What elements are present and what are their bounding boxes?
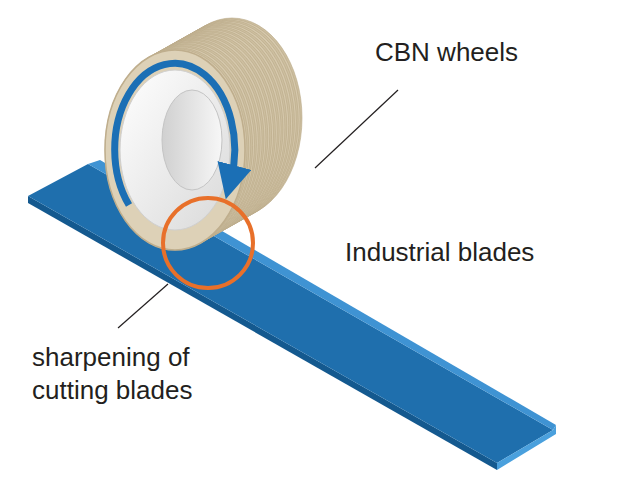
rim-stripe [105, 50, 245, 250]
cbn-wheel-face [105, 50, 245, 250]
leader-line [315, 90, 398, 168]
callout-label: sharpening of cutting blades [32, 341, 232, 407]
callout-label: Industrial blades [345, 236, 585, 269]
wheel-abrasive-ring [105, 50, 245, 250]
blade-face [28, 164, 553, 463]
leader-line [118, 284, 168, 328]
blade-end [497, 425, 556, 470]
wheel-bore [162, 90, 222, 190]
industrial-blade [28, 160, 556, 470]
contact-highlight [163, 198, 253, 288]
cbn-wheel-rim [105, 18, 302, 250]
callout-label: CBN wheels [375, 36, 575, 69]
wheel-hub [120, 70, 230, 230]
rotation-arrow [115, 63, 235, 205]
